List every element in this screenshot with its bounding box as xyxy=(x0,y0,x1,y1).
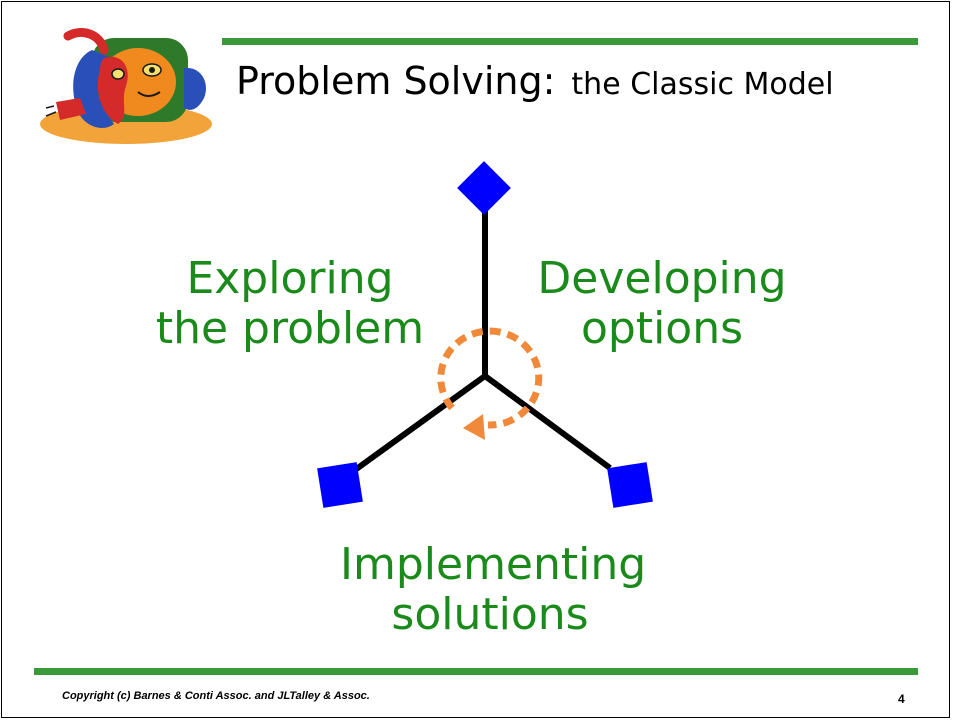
node-bottom-left-square xyxy=(317,462,363,508)
node-top-diamond xyxy=(457,161,511,215)
footer-rule xyxy=(34,668,918,675)
phase-exploring-text: Exploring the problem xyxy=(155,253,425,354)
slide-title: Problem Solving: the Classic Model xyxy=(236,62,834,100)
page-number: 4 xyxy=(898,692,905,706)
phase-developing-text: Developing options xyxy=(537,253,787,354)
diagram-arms xyxy=(353,210,612,473)
dashed-circular-arrow-icon xyxy=(437,327,543,440)
node-bottom-right-square xyxy=(607,462,653,508)
title-main: Problem Solving: xyxy=(236,59,556,103)
arm-right xyxy=(483,373,612,471)
diagram-nodes xyxy=(317,161,653,508)
phase-label-exploring: Exploring the problem xyxy=(150,254,430,353)
phase-label-implementing: Implementing solutions xyxy=(340,540,646,639)
phase-label-developing: Developing options xyxy=(522,254,802,353)
phase-implementing-text: Implementing solutions xyxy=(340,539,647,640)
title-subtitle: the Classic Model xyxy=(571,67,834,102)
title-rule xyxy=(222,38,918,45)
abstract-face-artwork-icon xyxy=(40,28,212,144)
arm-left xyxy=(353,373,487,473)
copyright-text: Copyright (c) Barnes & Conti Assoc. and … xyxy=(62,690,370,702)
